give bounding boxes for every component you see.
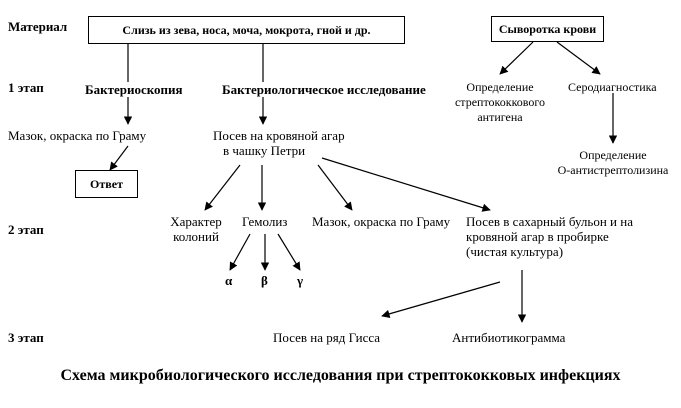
label-stage2: 2 этап	[8, 222, 44, 237]
arrow-smear-to-answer	[109, 145, 129, 171]
bacteriological-label: Бактериологическое исследование	[222, 82, 426, 97]
material-box: Слизь из зева, носа, моча, мокрота, гной…	[88, 16, 405, 44]
hiss-label: Посев на ряд Гисса	[273, 330, 381, 345]
serodiagnostics-label: Серодиагностика	[568, 80, 657, 94]
label-material: Материал	[8, 19, 68, 34]
colonies-label: Характер колоний	[170, 214, 222, 244]
label-stage3: 3 этап	[8, 330, 44, 345]
antibiogram-label: Антибиотикограмма	[452, 330, 566, 345]
culture-label: Посев на кровяной агар в чашку Петри	[213, 128, 345, 158]
arrow-serum-to-serodiagnostics	[556, 41, 601, 75]
arrow-culture-to-colonies	[204, 164, 241, 211]
beta-label: β	[261, 273, 268, 288]
label-stage1: 1 этап	[8, 80, 44, 95]
arrow-serum-to-antigen	[499, 41, 534, 75]
asl-label: Определение О-антистрептолизина	[557, 148, 669, 177]
diagram-caption: Схема микробиологического исследования п…	[60, 367, 621, 384]
arrow-pure-to-hiss	[381, 281, 501, 318]
arrow-culture-to-smear	[317, 164, 353, 211]
arrow-culture-to-pure	[321, 157, 491, 212]
answer-box: Ответ	[75, 170, 138, 198]
arrow-hemolysis-to-alpha	[229, 233, 251, 271]
serum-box: Сыворотка крови	[491, 16, 604, 42]
alpha-label: α	[225, 273, 233, 288]
arrow-hemolysis-to-gamma	[277, 233, 301, 271]
hemolysis-label: Гемолиз	[242, 214, 288, 229]
bacterioscopy-label: Бактериоскопия	[85, 82, 183, 97]
gamma-label: γ	[297, 273, 304, 288]
pure-culture-label: Посев в сахарный бульон и на кровяной аг…	[466, 214, 633, 259]
antigen-label: Определение стрептококкового антигена	[454, 80, 546, 124]
smear-stage1-label: Мазок, окраска по Граму	[8, 128, 147, 143]
smear-stage2-label: Мазок, окраска по Граму	[312, 214, 451, 229]
